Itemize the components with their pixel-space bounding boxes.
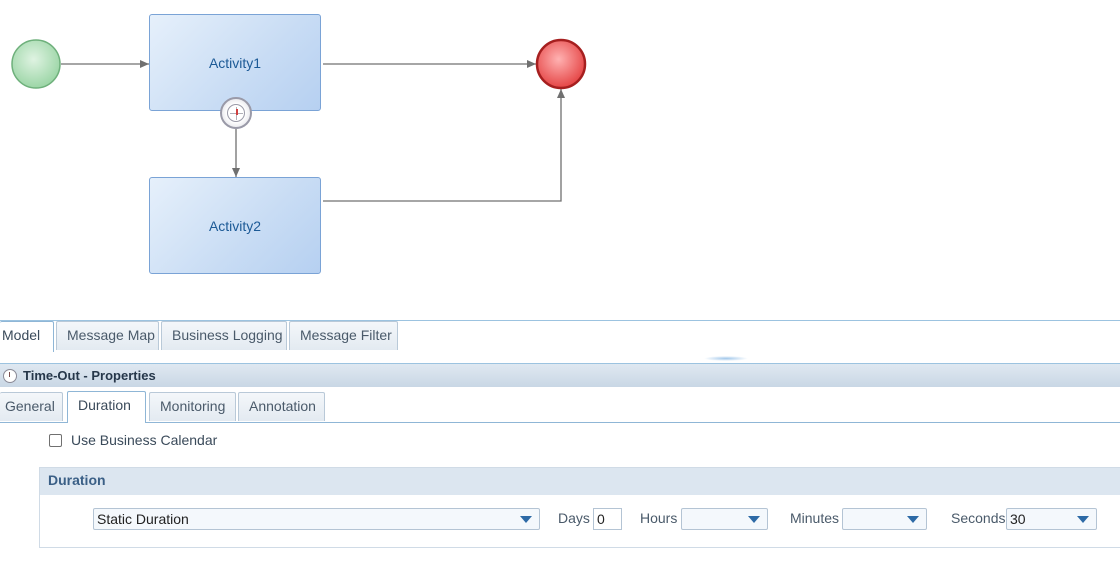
- tab-business-logging[interactable]: Business Logging: [161, 321, 287, 350]
- tab-message-filter[interactable]: Message Filter: [289, 321, 398, 350]
- duration-group: Duration: [39, 467, 1120, 548]
- chevron-down-icon[interactable]: [741, 509, 767, 529]
- seconds-label: Seconds: [951, 510, 1006, 526]
- tab-general-label: General: [5, 398, 55, 414]
- chevron-down-icon[interactable]: [900, 509, 926, 529]
- activity1-label: Activity1: [208, 54, 262, 71]
- tab-monitoring[interactable]: Monitoring: [149, 392, 236, 421]
- tab-message-map-label: Message Map: [67, 327, 155, 343]
- duration-group-title: Duration: [40, 468, 1120, 495]
- start-event[interactable]: [11, 39, 61, 89]
- tab-business-logging-label: Business Logging: [172, 327, 283, 343]
- timer-icon: [227, 104, 245, 122]
- diagram-connectors: [11, 38, 587, 202]
- tab-duration[interactable]: Duration: [67, 391, 146, 423]
- duration-type-select[interactable]: Static Duration: [93, 508, 540, 530]
- tab-model-label: Model: [2, 327, 41, 343]
- end-event[interactable]: [535, 38, 587, 90]
- timer-icon: [3, 368, 17, 383]
- days-label: Days: [558, 510, 590, 526]
- use-business-calendar-row: Use Business Calendar: [49, 432, 217, 448]
- minutes-label: Minutes: [790, 510, 840, 526]
- tab-message-map[interactable]: Message Map: [56, 321, 159, 350]
- chevron-down-icon[interactable]: [513, 509, 539, 529]
- hours-select[interactable]: [681, 508, 768, 530]
- properties-tab-bar: General Duration Monitoring Annotation: [0, 391, 1120, 423]
- properties-header: Time-Out - Properties: [0, 363, 1120, 387]
- flow-activity2-to-end[interactable]: [323, 89, 565, 202]
- tab-message-filter-label: Message Filter: [300, 327, 392, 343]
- seconds-value: 30: [1010, 511, 1026, 527]
- days-value: 0: [597, 511, 605, 527]
- timeout-boundary-event[interactable]: [220, 97, 252, 129]
- tab-general[interactable]: General: [0, 392, 63, 421]
- days-input[interactable]: 0: [593, 508, 622, 530]
- tab-model[interactable]: Model: [0, 321, 54, 352]
- properties-title: Time-Out - Properties: [23, 368, 156, 383]
- tab-monitoring-label: Monitoring: [160, 398, 226, 414]
- seconds-select[interactable]: 30: [1006, 508, 1097, 530]
- activity2-node[interactable]: Activity2: [149, 177, 321, 274]
- panel-splitter-handle[interactable]: [704, 356, 748, 361]
- hours-label: Hours: [640, 510, 678, 526]
- chevron-down-icon[interactable]: [1070, 509, 1096, 529]
- duration-type-value: Static Duration: [97, 511, 189, 527]
- use-business-calendar-label: Use Business Calendar: [71, 432, 218, 448]
- process-diagram-canvas[interactable]: Activity1 Activity2: [0, 0, 1120, 318]
- use-business-calendar-checkbox[interactable]: [49, 433, 62, 447]
- tab-annotation[interactable]: Annotation: [238, 392, 325, 421]
- tab-duration-label: Duration: [78, 397, 131, 413]
- minutes-select[interactable]: [842, 508, 927, 530]
- model-tab-bar: Model Message Map Business Logging Messa…: [0, 320, 1120, 352]
- activity2-label: Activity2: [208, 217, 262, 234]
- tab-annotation-label: Annotation: [249, 398, 316, 414]
